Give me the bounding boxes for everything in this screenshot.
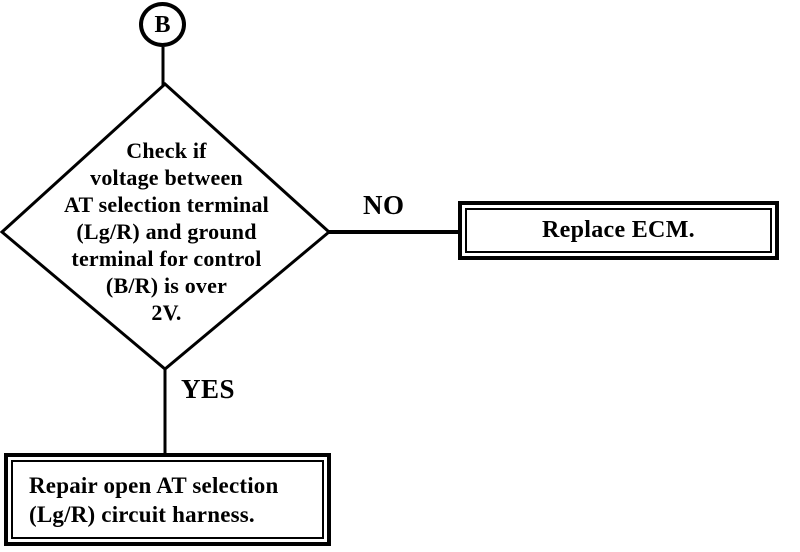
repair-harness-box: Repair open AT selection (Lg/R) circuit … [4,453,331,546]
no-branch-label: NO [363,190,405,220]
replace-ecm-text: Replace ECM. [542,217,695,243]
replace-ecm-box-inner: Replace ECM. [465,208,772,253]
repair-harness-box-inner: Repair open AT selection (Lg/R) circuit … [11,460,324,539]
decision-diamond-text: Check if voltage between AT selection te… [63,138,269,325]
yes-branch-label: YES [181,374,236,404]
replace-ecm-box: Replace ECM. [458,201,779,260]
connector-b-label: B [154,11,171,38]
connector-b-circle: B [139,2,186,47]
repair-harness-text: Repair open AT selection (Lg/R) circuit … [29,472,279,527]
